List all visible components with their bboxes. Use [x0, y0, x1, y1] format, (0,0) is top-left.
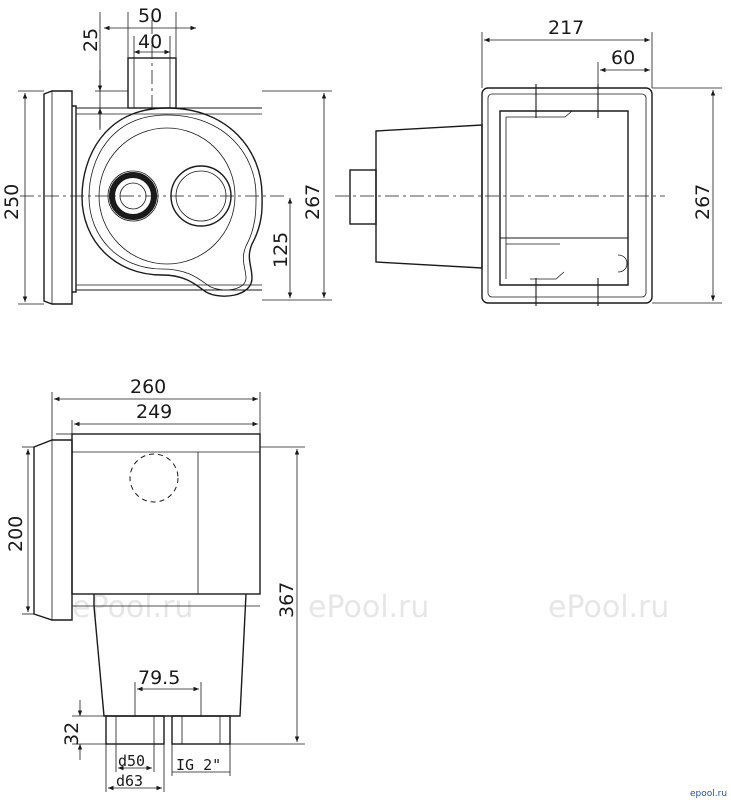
dim-front-250: 250 [1, 184, 23, 220]
watermark-3: ePool.ru [548, 590, 669, 625]
dim-pipe-spacing: 79.5 [138, 667, 180, 689]
dim-bottom-200: 200 [5, 516, 27, 552]
bottom-view: 260 249 200 367 79.5 32 d50 d63 [5, 376, 305, 792]
dim-side-217: 217 [548, 17, 584, 39]
watermark-layer: ePool.ru ePool.ru ePool.ru [72, 590, 669, 625]
watermark-1: ePool.ru [72, 590, 193, 625]
front-drum [81, 107, 263, 297]
dim-bottom-249: 249 [136, 401, 172, 423]
bottom-pipe-right [171, 715, 231, 745]
dim-d50: d50 [118, 752, 145, 770]
corner-logo: epool.ru [690, 789, 727, 799]
bottom-upper-box [71, 433, 261, 595]
bottom-hidden-port [129, 453, 179, 503]
dim-pipe-height: 32 [61, 722, 83, 746]
dim-top-40: 40 [138, 31, 162, 53]
side-pipe-stub [349, 169, 377, 225]
bottom-flange [33, 439, 73, 621]
front-body [72, 105, 77, 293]
side-view: 217 60 267 [335, 17, 722, 306]
dim-top-25: 25 [80, 28, 102, 52]
bottom-pipe-left [105, 715, 165, 745]
dim-bottom-367: 367 [276, 582, 298, 618]
dim-top-50: 50 [138, 5, 162, 27]
front-view: 50 40 25 250 267 125 [1, 5, 332, 305]
dim-d63: d63 [116, 772, 143, 790]
watermark-2: ePool.ru [308, 590, 429, 625]
dim-thread: IG 2" [176, 756, 221, 774]
dim-side-267: 267 [692, 184, 714, 220]
side-opening [499, 110, 629, 286]
side-front-frame [481, 87, 653, 304]
dim-side-60: 60 [611, 47, 635, 69]
dim-front-125: 125 [270, 232, 292, 268]
dim-front-267: 267 [302, 184, 324, 220]
side-tapered-body [375, 124, 483, 269]
dim-bottom-260: 260 [130, 376, 166, 398]
front-flange [43, 90, 73, 305]
